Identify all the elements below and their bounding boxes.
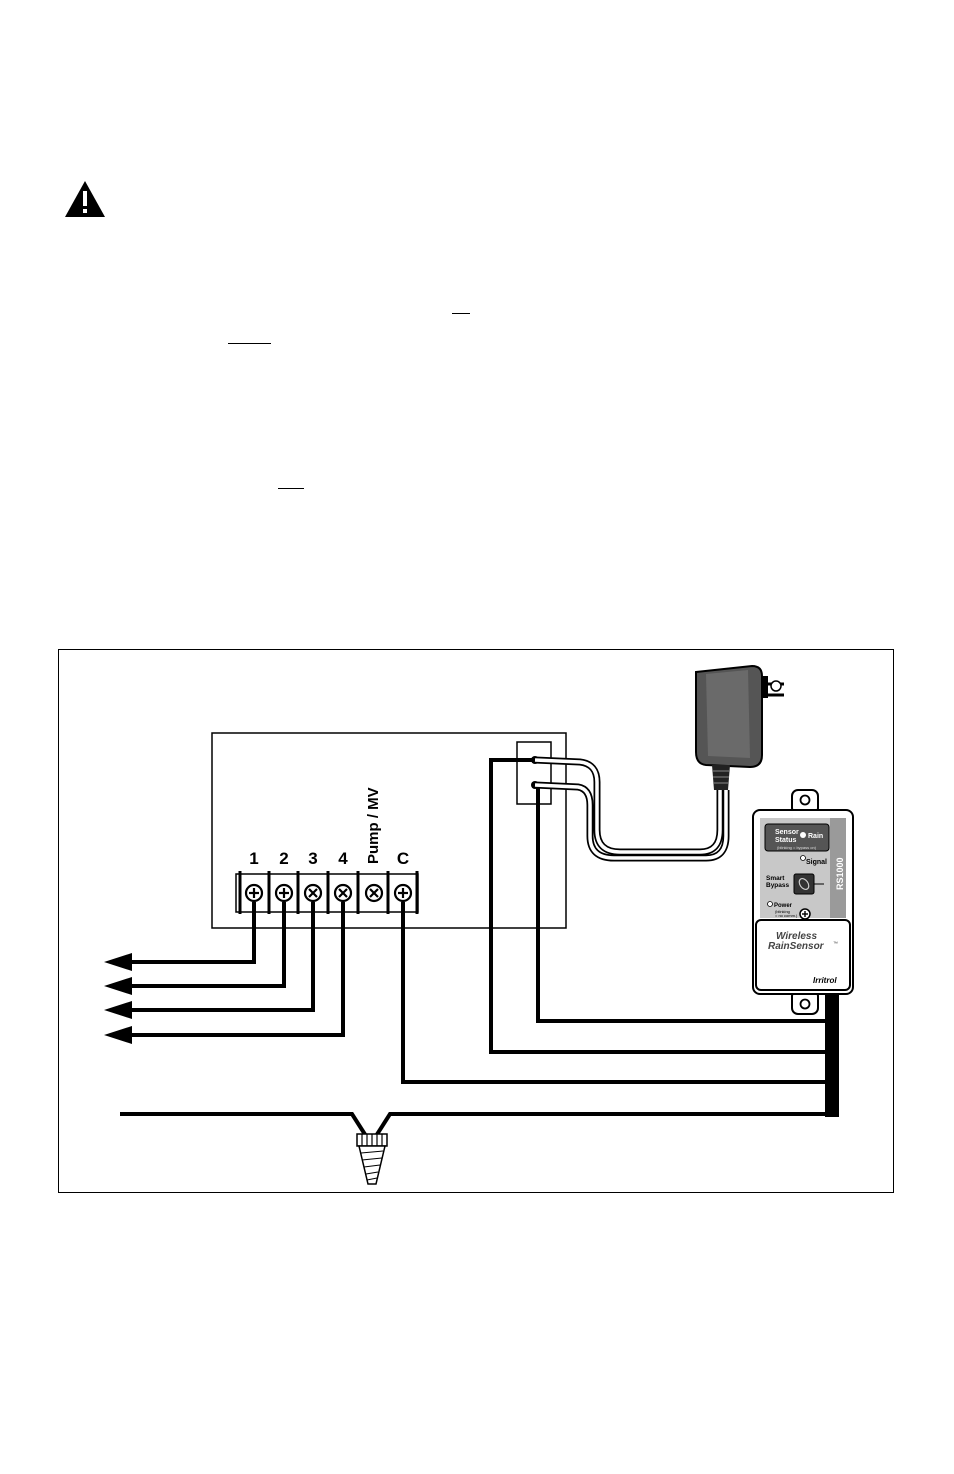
rain-drop-icon [800,832,806,838]
valve-common-wire [120,1112,830,1138]
warning-triangle-icon [65,181,105,217]
signal-led-icon [800,855,806,861]
terminal-label-1: 1 [249,849,258,868]
power-label: Power [774,903,793,909]
common-wire [401,902,830,1084]
brand-line2: RainSensor [768,941,825,952]
maker-logo: Irritrol [813,976,837,985]
brand-trademark: ™ [833,941,838,947]
underline-mark-3 [278,488,304,489]
rain-sensor-receiver: RS1000 Sensor Status Rain (blinking = by… [752,789,854,1015]
arrow-left-icon [104,953,132,1044]
status-subtext: (blinking = bypass on) [777,845,817,850]
terminal-label-4: 4 [338,849,348,868]
brand-line1: Wireless [776,931,817,942]
terminal-label-3: 3 [308,849,317,868]
smart-bypass-line1: Smart [766,875,785,882]
underline-mark-2 [228,343,271,344]
signal-label: Signal [806,859,827,866]
wiring-diagram-frame [58,649,894,1193]
power-adapter-icon [695,664,784,790]
terminal-label-common: C [397,849,409,868]
zone-wires [128,902,345,1037]
power-subtext-1: (blinking [775,909,790,914]
status-label-line2: Status [775,837,797,844]
receiver-model: RS1000 [835,857,845,890]
power-wire-1 [489,758,830,1054]
power-led-icon [767,901,773,907]
terminal-label-pump: Pump / MV [365,787,382,864]
status-label-line1: Sensor [775,829,799,836]
power-subtext-2: = no comm.) [775,913,798,918]
underline-mark-1 [452,313,470,314]
status-rain-label: Rain [808,833,823,840]
terminal-strip [235,871,419,914]
smart-bypass-line2: Bypass [766,882,790,889]
wire-nut-icon [356,1133,388,1185]
adapter-cord [534,756,730,862]
receiver-cable-bundle [825,993,839,1117]
power-jack [516,741,552,805]
terminal-label-2: 2 [279,849,288,868]
smart-bypass-button[interactable] [793,873,815,895]
